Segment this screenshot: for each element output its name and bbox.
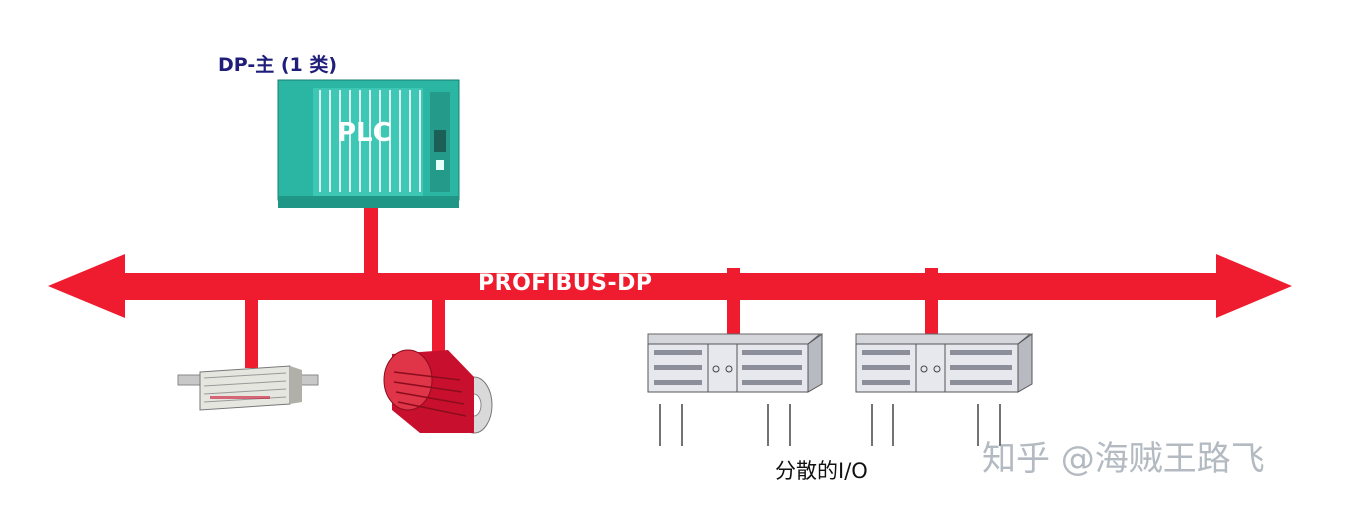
watermark: 知乎 @海贼王路飞: [982, 439, 1265, 479]
io-rack-2: [855, 333, 1033, 446]
master-label: DP-主 (1 类): [218, 54, 338, 76]
drive-drop-line: [432, 300, 445, 352]
profibus-bus-arrow: [48, 254, 1292, 318]
plc-master: [277, 79, 460, 208]
distributed-io-label: 分散的I/O: [775, 459, 868, 483]
bus-label: PROFIBUS-DP: [478, 271, 653, 296]
terminal-module: [177, 365, 319, 411]
plc-label: PLC: [337, 118, 392, 148]
plc-drop-line: [364, 205, 378, 273]
terminal-drop-line: [245, 300, 258, 368]
drive-motor: [383, 349, 493, 434]
io-rack-1: [647, 333, 823, 446]
